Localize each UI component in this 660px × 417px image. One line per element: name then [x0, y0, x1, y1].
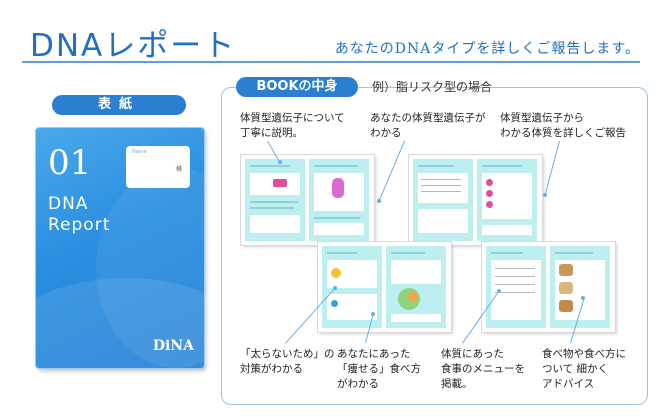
book-section-label: BOOKの中身	[236, 77, 358, 97]
report-cover-image: 01 DNA Report Name 様 DiNA	[36, 128, 204, 368]
cover-wave-decoration	[36, 278, 204, 368]
cover-section-label: 表紙	[52, 95, 186, 115]
cover-title: DNA Report	[48, 194, 110, 236]
book-spread-4	[482, 242, 615, 332]
book-example-caption: 例）脂リスク型の場合	[372, 80, 493, 94]
leader-dot	[497, 289, 501, 293]
note-meal-menu: 体質にあった 食事のメニューを 掲載。	[441, 347, 525, 392]
note-line: アドバイス	[542, 378, 595, 390]
book-page	[550, 246, 610, 328]
note-line: あなたの体質型遺伝子が	[370, 112, 486, 124]
cover-number: 01	[48, 143, 92, 183]
note-line: 対策がわかる	[240, 363, 303, 375]
book-page	[245, 159, 305, 241]
leader-dot	[581, 296, 585, 300]
leader-dot	[371, 312, 375, 316]
page-title: DNAレポート	[30, 28, 237, 64]
book-page	[477, 159, 537, 241]
note-eating-method: あなたにあった 「痩せる」食べ方 がわかる	[337, 347, 421, 392]
note-line: 体質にあった	[441, 348, 504, 360]
book-spread-3	[318, 242, 451, 332]
note-line: 体質型遺伝子について	[240, 112, 345, 124]
cover-name-box: Name 様	[126, 146, 190, 188]
note-line: 掲載。	[441, 378, 473, 390]
dina-logo: DiNA	[152, 338, 194, 354]
book-spread-2	[409, 155, 542, 245]
note-line: 体質型遺伝子から	[500, 112, 584, 124]
note-line: わかる	[370, 127, 402, 139]
note-line: 食べ物や食べ方に	[542, 348, 626, 360]
note-prevent-weight-gain: 「太らないため」の 対策がわかる	[240, 347, 335, 377]
note-your-gene: あなたの体質型遺伝子が わかる	[370, 111, 486, 141]
note-line: 丁寧に説明。	[240, 127, 303, 139]
cover-name-box-label: Name	[132, 149, 147, 155]
header-divider	[22, 61, 640, 63]
cover-title-line: Report	[48, 215, 111, 235]
leader-dot	[333, 286, 337, 290]
note-gene-explanation: 体質型遺伝子について 丁寧に説明。	[240, 111, 345, 141]
note-line: ついて 細かく	[542, 363, 609, 375]
note-line: 「太らないため」の	[240, 348, 335, 360]
note-line: がわかる	[337, 378, 379, 390]
book-spread-1	[241, 155, 374, 245]
leader-dot	[278, 160, 282, 164]
book-page	[413, 159, 473, 241]
page-subtitle: あなたのDNAタイプを詳しくご報告します。	[334, 41, 640, 57]
cover-title-line: DNA	[48, 194, 89, 214]
note-line: あなたにあった	[337, 348, 411, 360]
book-contents-panel	[221, 87, 648, 405]
note-food-advice: 食べ物や食べ方に ついて 細かく アドバイス	[542, 347, 626, 392]
cover-name-box-suffix: 様	[175, 166, 182, 173]
note-line: 「痩せる」食べ方	[337, 363, 421, 375]
note-line: 食事のメニューを	[441, 363, 525, 375]
book-page	[486, 246, 546, 328]
note-line: わかる体質を詳しくご報告	[500, 127, 626, 139]
note-detailed-report: 体質型遺伝子から わかる体質を詳しくご報告	[500, 111, 626, 141]
book-page	[386, 246, 446, 328]
leader-dot	[543, 193, 547, 197]
leader-dot	[377, 199, 381, 203]
book-page	[309, 159, 369, 241]
